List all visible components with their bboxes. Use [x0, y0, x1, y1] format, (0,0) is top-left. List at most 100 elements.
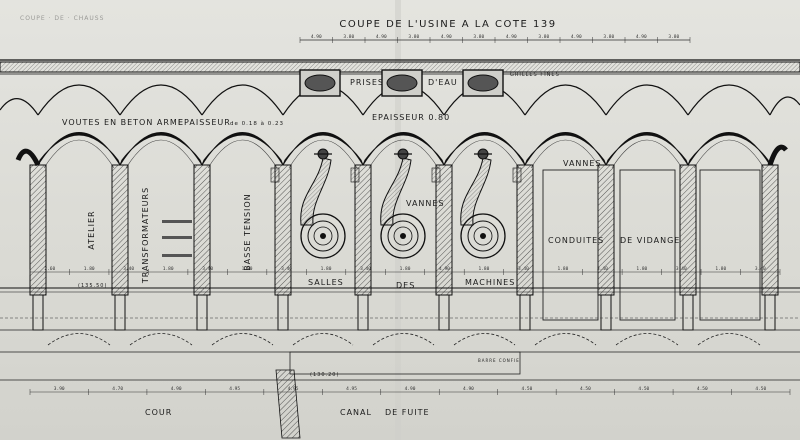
label-conduites: CONDUITES	[548, 236, 604, 245]
main-arch	[362, 132, 445, 166]
intake-grille-1	[304, 74, 336, 92]
foundation-arch	[211, 333, 274, 346]
upper-vault	[605, 84, 689, 116]
pier-footing	[600, 294, 612, 331]
arch-intrados	[207, 139, 278, 169]
corner-faint-text: COUPE · DE · CHAUSS	[20, 15, 104, 22]
mid-dim-value: 1.80	[242, 266, 253, 272]
top-dim-value: 4.90	[636, 34, 647, 40]
label-atelier: ATELIER	[87, 210, 96, 249]
bottom-dimension-row: 3.904.704.904.954.954.954.904.904.504.50…	[29, 386, 791, 395]
floor	[0, 287, 800, 319]
label-barre: BARRE CONFIE	[478, 358, 520, 363]
arch-intrados	[693, 139, 765, 169]
intake-grille-3	[467, 74, 499, 92]
bottom-dim-value: 4.70	[112, 386, 123, 392]
mid-dim-value: 1.80	[636, 266, 647, 272]
intake-grille-2	[386, 74, 418, 92]
pier	[274, 164, 292, 296]
label-elev-canal: (130.20)	[310, 372, 339, 378]
bottom-dim-value: 4.50	[755, 386, 766, 392]
top-dim-value: 4.90	[311, 34, 322, 40]
arch-intrados	[368, 139, 439, 169]
pier-footing	[519, 294, 531, 331]
pier-grille	[512, 167, 522, 183]
pier-footing	[196, 294, 208, 331]
mid-dim-value: 3.40	[123, 266, 134, 272]
mid-dim-value: 1.80	[321, 266, 332, 272]
mid-dim-value: 4.90	[439, 266, 450, 272]
upper-vault	[769, 96, 800, 116]
pier	[29, 164, 47, 296]
label-vannes-top: VANNES	[563, 159, 602, 168]
bottom-dim-value: 4.90	[463, 386, 474, 392]
foundation-arch	[47, 333, 111, 346]
runner-inner	[473, 226, 493, 246]
bottom-dim-value: 4.50	[522, 386, 533, 392]
main-arch	[524, 132, 607, 166]
pier-grille	[431, 167, 441, 183]
turbine	[380, 148, 426, 259]
foundation-arch	[453, 333, 516, 346]
main-arch	[282, 132, 364, 166]
label-prises: PRISES	[350, 78, 384, 87]
runner-inner	[313, 226, 333, 246]
main-arches	[15, 132, 788, 169]
bottom-dim-value: 4.95	[346, 386, 357, 392]
pier-grille	[270, 167, 280, 183]
arch-intrados	[449, 139, 520, 169]
runner-hub	[400, 233, 406, 239]
turbines	[300, 148, 506, 259]
runner-ring	[467, 220, 499, 252]
upper-vault	[201, 84, 284, 116]
pier-footing	[114, 294, 126, 331]
mid-dim-value: 3.40	[202, 266, 213, 272]
top-dim-value: 3.80	[473, 34, 484, 40]
mid-dim-value: 1.80	[163, 266, 174, 272]
label-basse-tension: BASSE TENSION	[243, 193, 252, 270]
bottom-dim-value: 4.50	[697, 386, 708, 392]
pier	[193, 164, 211, 296]
mid-dim-value: 3.40	[755, 266, 766, 272]
label-elev-atelier: (135.50)	[78, 283, 107, 289]
mid-dim-value: 1.80	[84, 266, 95, 272]
label-vannes-mid: VANNES	[406, 199, 445, 208]
mid-dim-value: 1.80	[715, 266, 726, 272]
label-grilles: GRILLES FINES	[510, 72, 560, 78]
turbine	[300, 148, 346, 259]
label-epaisseur-left: EPAISSEUR	[178, 118, 231, 127]
top-dim-value: 3.80	[408, 34, 419, 40]
mid-dim-value: 1.80	[400, 266, 411, 272]
top-dim-value: 3.80	[668, 34, 679, 40]
conduit-frames	[542, 169, 761, 321]
foundation-arch	[129, 333, 193, 346]
arch-intrados	[530, 139, 601, 169]
upper-vault	[687, 84, 771, 116]
top-dim-value: 4.90	[571, 34, 582, 40]
bottom-dim-value: 4.90	[171, 386, 182, 392]
pier-footing	[32, 294, 44, 331]
mid-dim-value: 3.40	[360, 266, 371, 272]
spiral-casing	[460, 213, 506, 259]
pier	[435, 164, 453, 296]
foundation-arch	[534, 333, 597, 346]
mid-dim-value: 2.60	[44, 266, 55, 272]
label-salles: SALLES	[308, 278, 344, 287]
pier-footing	[438, 294, 450, 331]
pier-footing	[682, 294, 694, 331]
spiral-casing	[380, 213, 426, 259]
main-arch	[605, 132, 689, 166]
foundation	[0, 329, 800, 381]
top-dim-value: 3.80	[538, 34, 549, 40]
label-epaisseur-left-value: de 0.18 à 0.23	[230, 120, 284, 127]
bottom-dim-value: 4.50	[638, 386, 649, 392]
spiral-casing	[300, 213, 346, 259]
foundation-arch	[292, 333, 354, 346]
runner-ring	[387, 220, 419, 252]
pier-footing	[357, 294, 369, 331]
label-epaisseur-mid: EPAISSEUR 0.80	[372, 113, 450, 122]
runner-hub	[320, 233, 326, 239]
arch-intrados	[288, 139, 358, 169]
top-dim-value: 4.90	[376, 34, 387, 40]
